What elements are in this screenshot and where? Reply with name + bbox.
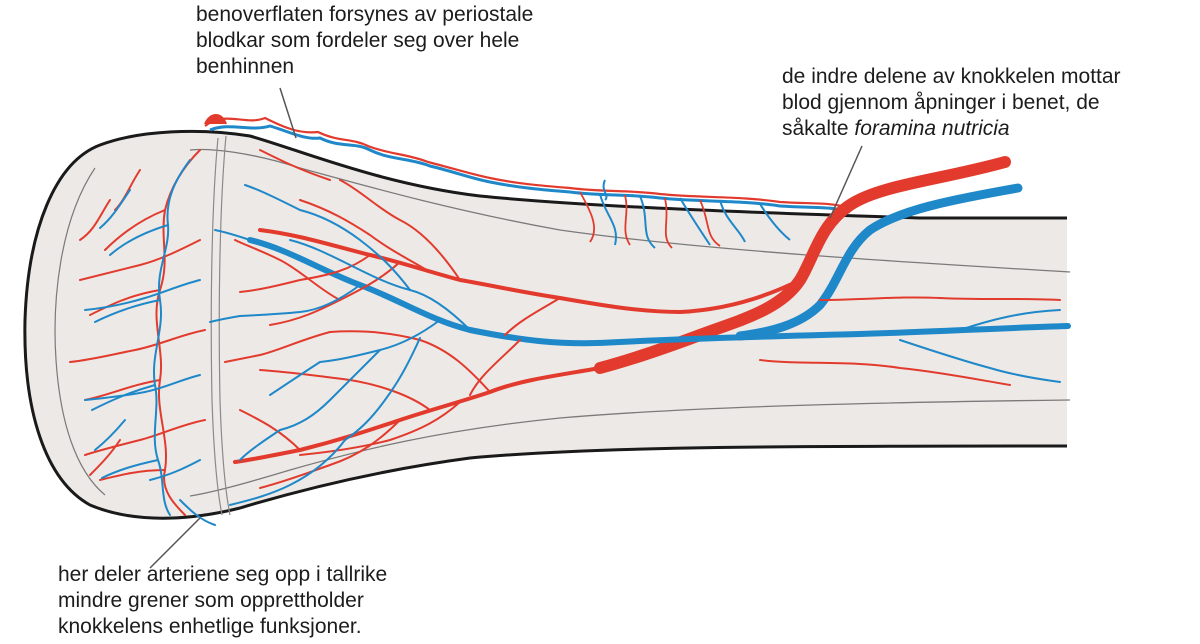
label-periosteal-vessels: benoverflaten forsynes av periostale blo… (196, 2, 533, 80)
periosteal-branches-vein (599, 179, 791, 249)
label-foramina-line3: såkalte foramina nutricia (782, 116, 1121, 142)
medullary-vein-right (899, 309, 1061, 383)
label-foramina-line3-prefix: såkalte (782, 117, 855, 140)
leader-line-periosteal (279, 87, 297, 139)
label-branching-line3: knokkelens enhetlige funksjoner. (58, 615, 362, 638)
medullary-artery-right (759, 296, 1061, 386)
label-periosteal-line3: benhinnen (196, 55, 295, 78)
label-foramina-line3-italic: foramina nutricia (854, 117, 1010, 140)
cortex-line-upper (189, 148, 1071, 273)
label-foramina-line1: de indre delene av knokkelen mottar (782, 65, 1121, 88)
label-arterial-branching: her deler arteriene seg opp i tallrike m… (58, 562, 387, 640)
nutrient-vein (735, 183, 1023, 341)
label-branching-line2: mindre grener som opprettholder (58, 589, 364, 612)
label-foramina-line2: blod gjennom åpninger i benet, de (782, 91, 1100, 114)
label-periosteal-line2: blodkar som fordeler seg over hele (196, 29, 520, 52)
epiphyseal-line (210, 137, 223, 516)
leader-line-branching (149, 517, 201, 569)
periosteal-artery (204, 116, 851, 210)
periosteal-artery-bulge (204, 114, 227, 125)
epiphyseal-line-2 (218, 135, 231, 516)
bone-outline (23, 129, 1072, 520)
label-foramina-nutricia: de indre delene av knokkelen mottar blod… (782, 64, 1121, 142)
periosteal-vein (209, 124, 851, 214)
label-periosteal-line1: benoverflaten forsynes av periostale (196, 3, 534, 26)
periosteal-branches-artery (579, 191, 721, 249)
medullary-artery-upper (258, 228, 802, 315)
cortex-line-lower (189, 399, 1071, 497)
metaphysis-veins (84, 159, 471, 526)
label-branching-line1: her deler arteriene seg opp i tallrike (58, 563, 388, 586)
head-inner-line (54, 167, 106, 496)
leader-line-foramina (829, 145, 863, 219)
